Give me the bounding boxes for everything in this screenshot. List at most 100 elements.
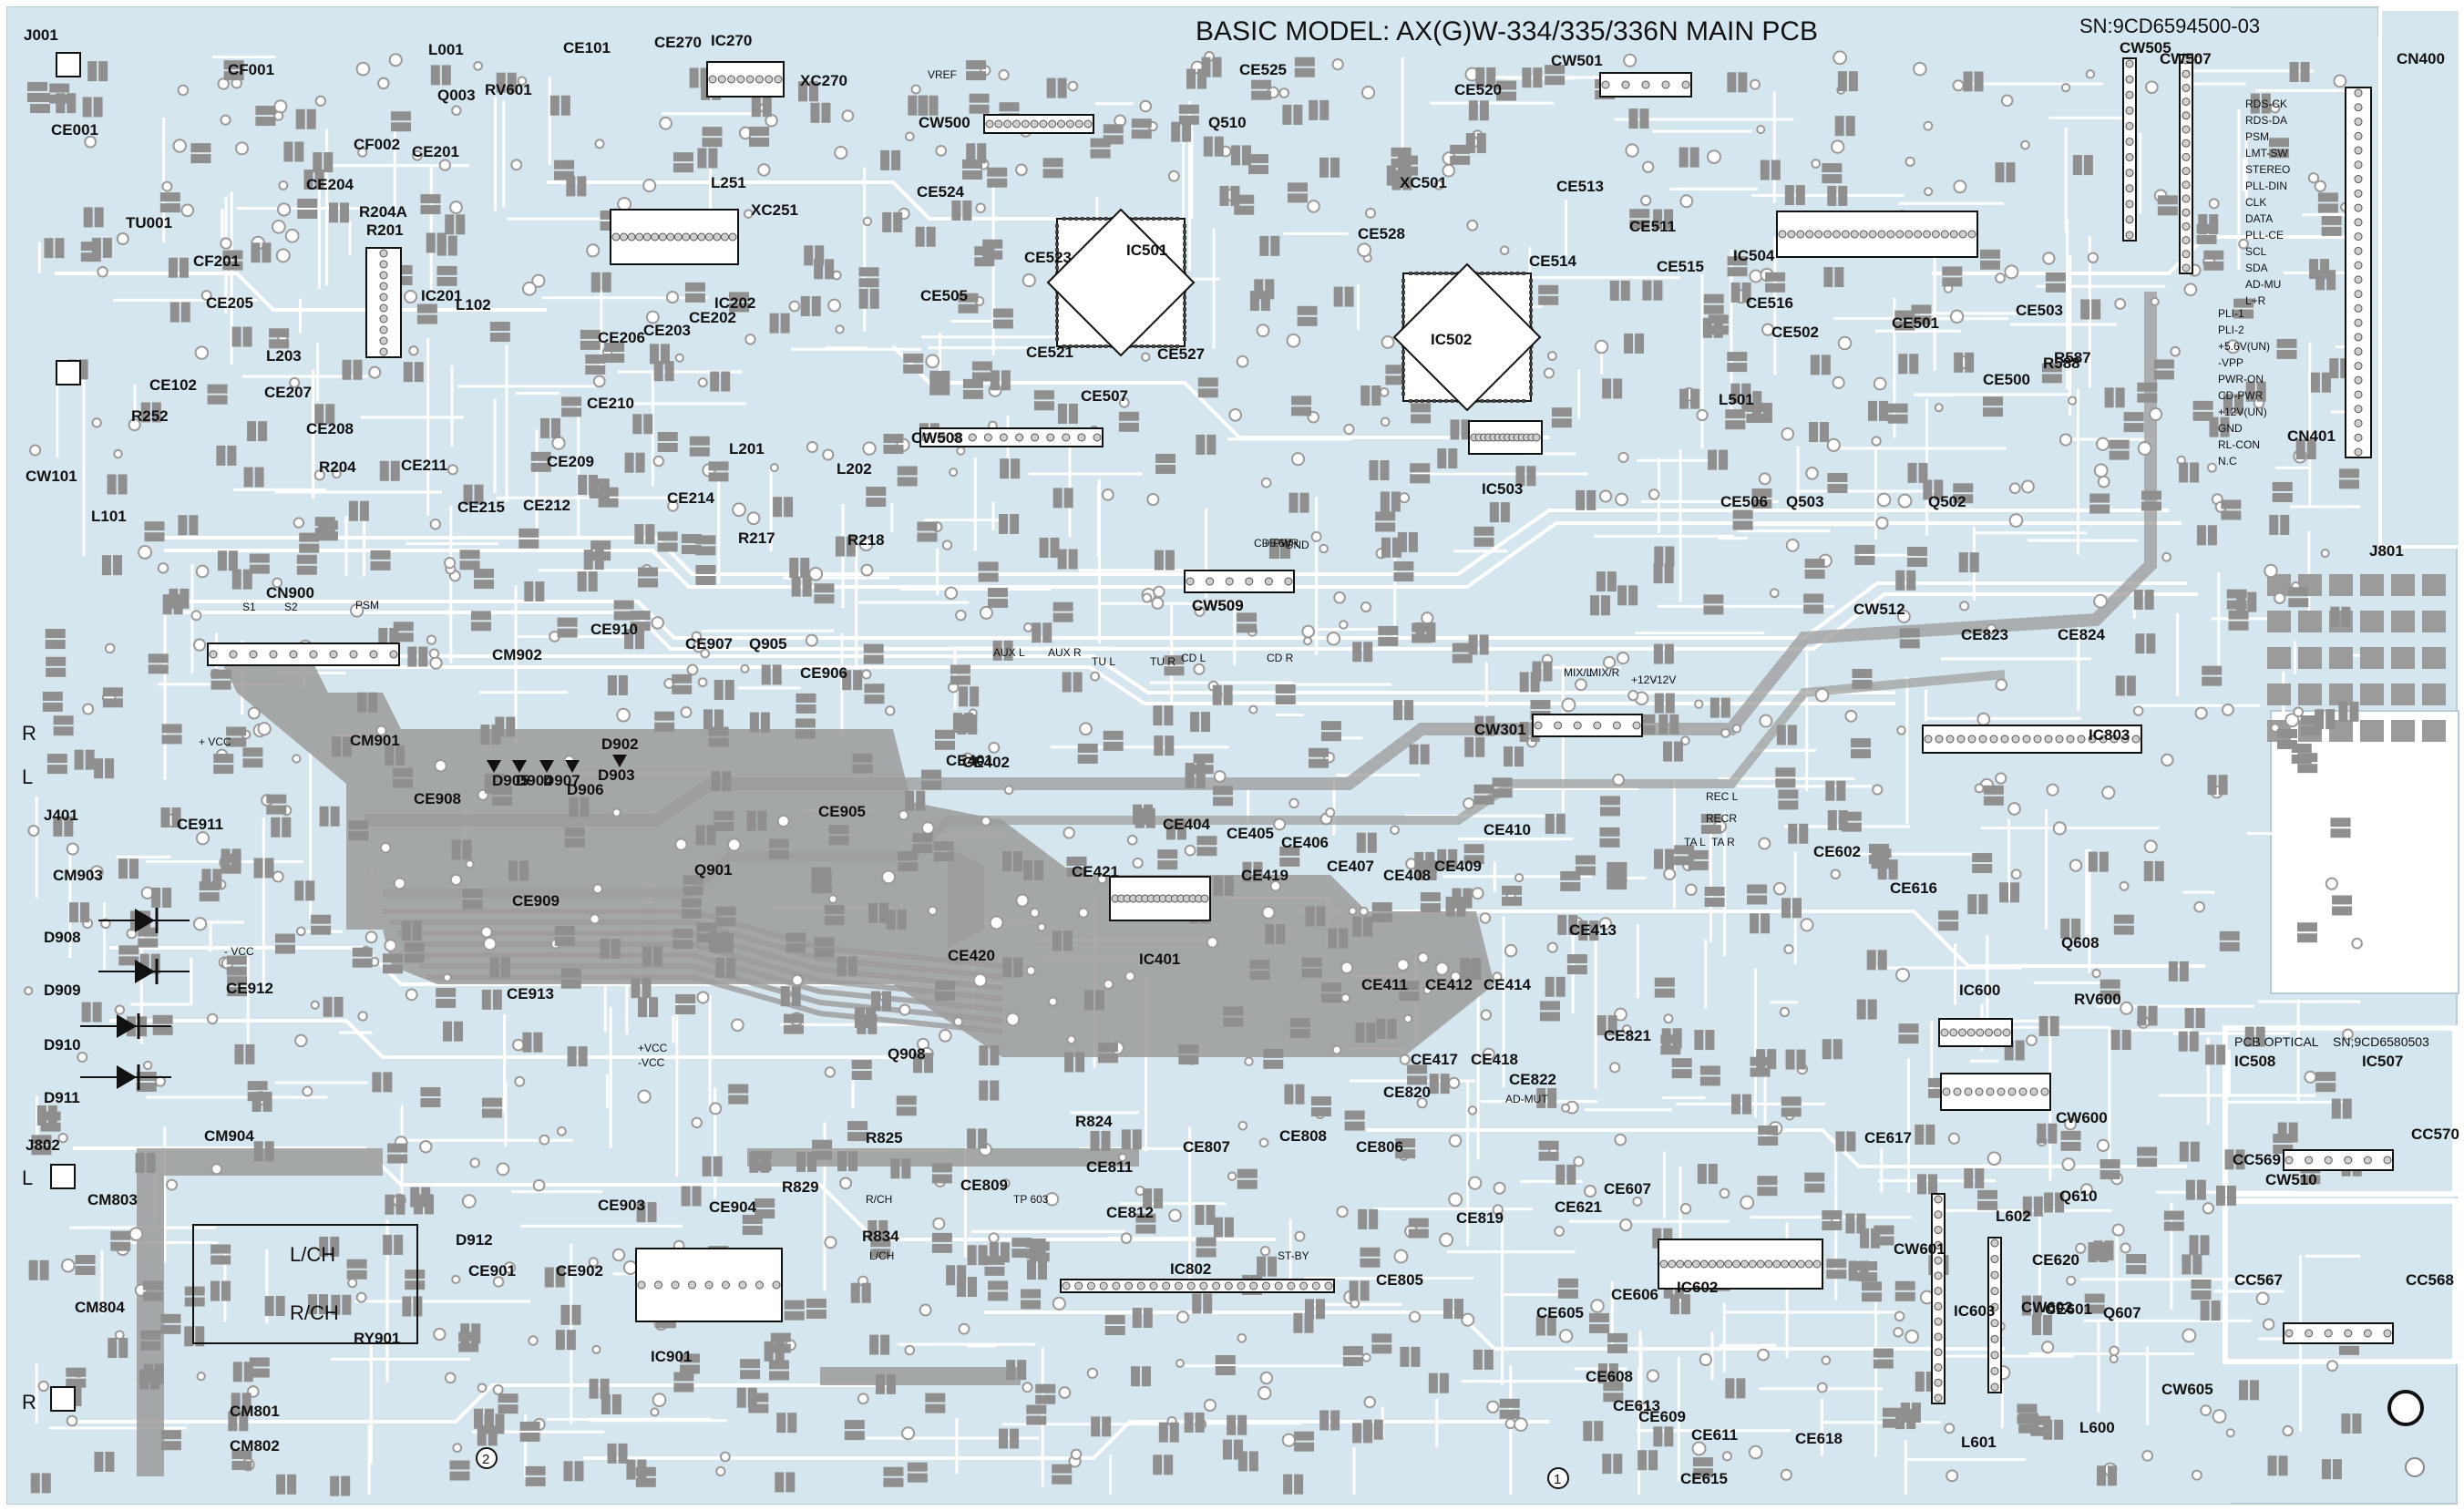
via-pad xyxy=(1258,1385,1272,1401)
smd-pad xyxy=(1720,697,1730,718)
smd-pad xyxy=(346,1269,367,1280)
refdes-label: CC567 xyxy=(2234,1271,2283,1289)
smd-pad xyxy=(607,1443,617,1464)
via-pad xyxy=(492,1384,504,1395)
smd-pad xyxy=(332,736,342,757)
smd-pad xyxy=(1547,1087,1557,1108)
via-pad xyxy=(1904,1329,1919,1344)
smd-pad xyxy=(2179,1141,2189,1162)
ic-pin xyxy=(654,1280,662,1290)
via-pad xyxy=(1816,1382,1828,1393)
ic-pin xyxy=(1877,230,1886,239)
via-pad xyxy=(452,1443,463,1454)
ic-pin xyxy=(2182,83,2191,92)
smd-pad xyxy=(213,765,234,775)
refdes-label: J401 xyxy=(44,807,78,824)
refdes-label: CC570 xyxy=(2411,1126,2459,1143)
smd-pad xyxy=(2235,1149,2245,1170)
smd-pad xyxy=(1196,434,1206,455)
via-pad xyxy=(1319,543,1329,554)
smd-pad xyxy=(1155,453,1176,463)
smd-pad xyxy=(389,628,399,649)
smd-pad xyxy=(1291,406,1312,416)
smd-pad xyxy=(87,61,98,82)
smd-pad xyxy=(1665,848,1675,869)
via-pad xyxy=(1641,160,1655,173)
ic-pin xyxy=(1934,1332,1943,1341)
refdes-label: R217 xyxy=(738,529,775,547)
refdes-label: CN401 xyxy=(2287,427,2336,445)
refdes-label: CE505 xyxy=(920,287,968,304)
smd-pad xyxy=(673,1372,694,1382)
optical-board-title: PCB OPTICAL xyxy=(2234,1034,2319,1049)
smd-pad xyxy=(1288,492,1299,513)
smd-pad xyxy=(863,654,884,664)
smd-pad xyxy=(1276,924,1286,945)
qfp-pin xyxy=(1086,344,1091,348)
via-pad xyxy=(1772,881,1787,896)
smd-pad xyxy=(1463,888,1473,909)
via-pad xyxy=(862,216,873,227)
smd-pad xyxy=(1270,235,1280,256)
smd-pad xyxy=(1804,1183,1825,1193)
via-pad xyxy=(2007,802,2021,816)
smd-pad xyxy=(580,797,590,817)
smd-pad xyxy=(2209,416,2219,437)
smd-pad xyxy=(2207,775,2217,796)
signal-trace xyxy=(273,665,1895,705)
smd-pad xyxy=(866,487,887,497)
smd-pad xyxy=(1551,418,1572,428)
smd-pad xyxy=(1708,1164,1718,1185)
smd-pad xyxy=(249,1357,270,1367)
via-pad xyxy=(313,469,325,481)
qfp-pin xyxy=(1438,272,1442,275)
smd-pad xyxy=(1001,370,1011,391)
smd-pad xyxy=(404,953,425,963)
connector-pad xyxy=(2329,647,2353,669)
ic-pin xyxy=(1681,80,1690,89)
smd-pad xyxy=(1603,1393,1624,1403)
refdes-label: Q905 xyxy=(749,635,787,653)
via-pad xyxy=(1594,339,1609,355)
smd-pad xyxy=(207,395,228,405)
smd-pad xyxy=(1700,824,1721,834)
smd-pad xyxy=(1752,391,1762,412)
smd-pad xyxy=(1035,1383,1056,1393)
connector-pad xyxy=(2360,647,2384,669)
via-pad xyxy=(1837,335,1853,351)
cn400-signal: STEREO xyxy=(2245,163,2290,176)
relay-outline xyxy=(192,1224,418,1344)
via-pad xyxy=(1761,323,1775,336)
smd-layer xyxy=(27,57,2362,1496)
via-pad xyxy=(2060,82,2071,93)
smd-pad xyxy=(1320,993,1341,1003)
smd-pad xyxy=(525,1465,546,1475)
smd-pad xyxy=(1918,462,1928,483)
smd-pad xyxy=(1894,310,1915,320)
smd-pad xyxy=(184,1297,205,1307)
smd-pad xyxy=(1476,133,1486,154)
smd-pad xyxy=(507,72,517,93)
via-pad xyxy=(715,1465,726,1477)
via-pad xyxy=(1873,376,1887,391)
smd-pad xyxy=(1010,513,1020,534)
via-pad xyxy=(1995,678,2008,692)
qfp-pin xyxy=(1529,350,1533,355)
smd-pad xyxy=(1575,855,1596,865)
smd-pad xyxy=(684,293,705,303)
smd-pad xyxy=(1688,849,1709,859)
net-label: +VCC xyxy=(638,1042,668,1054)
via-pad xyxy=(1598,489,1613,503)
via-pad xyxy=(393,877,406,890)
via-pad xyxy=(210,1163,223,1176)
refdes-label: R588 xyxy=(2043,355,2080,372)
qfp-pin xyxy=(1183,265,1186,270)
smd-pad xyxy=(85,749,95,770)
via-pad xyxy=(2207,462,2218,473)
via-pad xyxy=(622,1260,638,1275)
refdes-label: CW508 xyxy=(911,429,963,447)
via-pad xyxy=(357,147,368,158)
smd-pad xyxy=(600,1378,610,1399)
smd-pad xyxy=(868,902,878,923)
via-pad xyxy=(941,540,953,550)
